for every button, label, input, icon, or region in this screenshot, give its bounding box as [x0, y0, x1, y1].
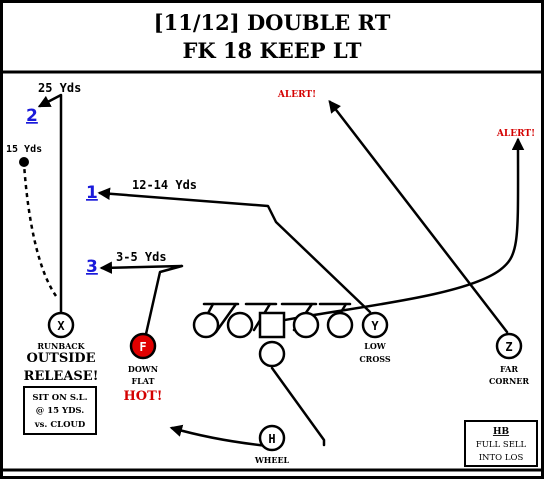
progression-3: 3: [86, 257, 98, 277]
x-runback-depth-label: 15 Yds: [6, 144, 42, 155]
player-x-letter: X: [57, 319, 65, 333]
alert-right: ALERT!: [496, 129, 535, 139]
y-route: [97, 187, 372, 314]
offensive-line: [192, 302, 354, 368]
player-y-tag1: LOW: [364, 341, 387, 351]
player-h: [258, 424, 286, 452]
hb-note-line2: INTO LOS: [479, 453, 524, 463]
h-wheel-route: [169, 424, 270, 448]
note-outside: OUTSIDE: [27, 351, 96, 366]
quarterback: [258, 340, 286, 368]
qb-drop-line: [270, 366, 326, 447]
player-z-tag2: CORNER: [489, 376, 529, 386]
note-hot: HOT!: [124, 389, 163, 404]
block-mark: [202, 302, 240, 334]
lineman-rg: [292, 311, 320, 339]
note-box-line2: @ 15 YDS.: [36, 406, 85, 416]
play-title-line2: FK 18 KEEP LT: [182, 38, 361, 63]
f-route: [99, 261, 184, 336]
h-crossing-route: [260, 137, 525, 327]
player-h-letter: H: [268, 432, 275, 446]
progression-2: 2: [26, 106, 38, 126]
progression-1: 1: [86, 183, 98, 203]
center-square: [258, 311, 286, 339]
note-box: [23, 386, 97, 435]
lineman-rt: [326, 311, 354, 339]
play-title-line1: [11/12] DOUBLE RT: [154, 10, 391, 35]
note-box-line1: SIT ON S.L.: [32, 393, 87, 403]
hb-note-box: [464, 420, 538, 467]
hb-note-title: HB: [493, 427, 510, 437]
player-z: [495, 332, 523, 360]
x-route: [37, 93, 63, 318]
alert-left: ALERT!: [277, 90, 316, 100]
player-f-tag1: DOWN: [128, 364, 158, 374]
lineman-lg: [226, 311, 254, 339]
runback-dot: [19, 157, 29, 167]
hb-note-line1: FULL SELL: [476, 440, 527, 450]
player-f-hot: [129, 332, 157, 360]
player-z-tag1: FAR: [500, 364, 518, 374]
player-x-tag: RUNBACK: [37, 341, 85, 351]
x-depth-label: 25 Yds: [38, 81, 81, 95]
player-f-tag2: FLAT: [131, 376, 154, 386]
player-x: [47, 311, 75, 339]
y-depth-label: 12-14 Yds: [132, 178, 197, 192]
z-route: [328, 100, 509, 334]
player-y: [361, 311, 389, 339]
lineman-lt: [192, 311, 220, 339]
x-runback-dashed-route: [22, 163, 58, 297]
player-h-tag: WHEEL: [254, 455, 290, 465]
player-z-letter: Z: [505, 340, 512, 354]
player-y-letter: Y: [371, 319, 379, 333]
f-depth-label: 3-5 Yds: [116, 250, 167, 264]
note-release: RELEASE!: [24, 369, 99, 384]
player-y-tag2: CROSS: [359, 354, 391, 364]
note-box-line3: vs. CLOUD: [34, 420, 86, 430]
player-f-letter: F: [139, 340, 146, 354]
